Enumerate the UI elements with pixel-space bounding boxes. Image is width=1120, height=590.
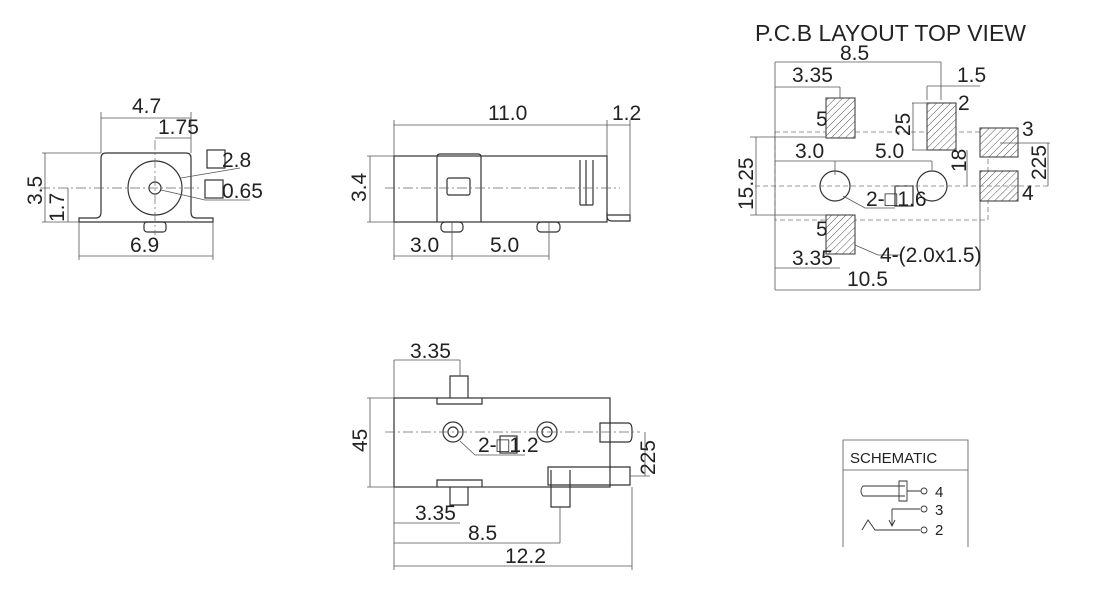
pad-3	[979, 127, 1019, 158]
hole-note: 2-□1.6	[866, 188, 927, 211]
dim-3.35-top: 3.35	[410, 340, 451, 363]
dim-3.5: 3.5	[24, 176, 47, 205]
dim-0.65: 0.65	[222, 180, 263, 203]
dim-3.35-bottom: 3.35	[415, 502, 456, 525]
dim-3.35-bottom: 3.35	[792, 247, 833, 270]
pin-label-3: 3	[1022, 118, 1034, 141]
pad-2	[926, 102, 957, 151]
dim-3.4: 3.4	[348, 172, 371, 202]
dim-1.7: 1.7	[46, 193, 69, 222]
dim-10.5: 10.5	[847, 268, 888, 291]
dim-225: 225	[1028, 145, 1051, 180]
dim-3.35-top: 3.35	[792, 64, 833, 87]
dim-1.2: 1.2	[612, 102, 641, 125]
dim-6.9: 6.9	[130, 234, 159, 257]
front-view: 4.7 1.75 3.5 1.7 6.9 2.8 0.65	[24, 95, 263, 260]
dim-3.0: 3.0	[410, 234, 439, 257]
dim-225: 225	[637, 440, 660, 475]
dim-4.7: 4.7	[132, 95, 161, 118]
pin-label-4: 4	[1022, 182, 1034, 205]
dim-3.0: 3.0	[795, 140, 824, 163]
dim-2.8: 2.8	[222, 149, 251, 172]
pad-5-bottom	[825, 214, 856, 255]
dim-8.5: 8.5	[468, 522, 497, 545]
dim-5.0: 5.0	[875, 140, 904, 163]
dim-15.25: 15.25	[735, 157, 758, 210]
schematic-pin-3: 3	[935, 502, 943, 519]
pad-5-top	[825, 97, 856, 139]
hole-note: 2-□1.2	[478, 434, 539, 457]
schematic-title: SCHEMATIC	[850, 450, 937, 467]
pad-note: 4-(2.0x1.5)	[880, 244, 982, 267]
side-view: 11.0 1.2 3.4 3.0 5.0	[348, 102, 641, 260]
pin-label-2: 2	[958, 92, 970, 115]
dim-11.0: 11.0	[488, 102, 527, 125]
schematic: SCHEMATIC 4 3 2	[842, 439, 969, 547]
pcb-title: P.C.B LAYOUT TOP VIEW	[755, 20, 1026, 46]
pin-label-5-bottom: 5	[816, 218, 828, 241]
bottom-view: 3.35 45 2-□1.2 225 3.35 8.5 12.2	[349, 340, 660, 570]
pcb-layout: P.C.B LAYOUT TOP VIEW 8.5 3.35 1.5 25 3.…	[735, 20, 1051, 291]
dim-18: 18	[948, 149, 971, 172]
schematic-pin-2: 2	[935, 522, 943, 539]
dim-5.0: 5.0	[490, 234, 519, 257]
pin-label-5-top: 5	[816, 108, 828, 131]
dim-1.75: 1.75	[158, 116, 199, 139]
dim-12.2: 12.2	[505, 545, 546, 568]
dim-45: 45	[349, 429, 372, 452]
schematic-pin-4: 4	[935, 484, 943, 501]
dim-25: 25	[892, 113, 915, 136]
dim-1.5: 1.5	[957, 64, 986, 87]
dim-8.5: 8.5	[840, 42, 869, 65]
